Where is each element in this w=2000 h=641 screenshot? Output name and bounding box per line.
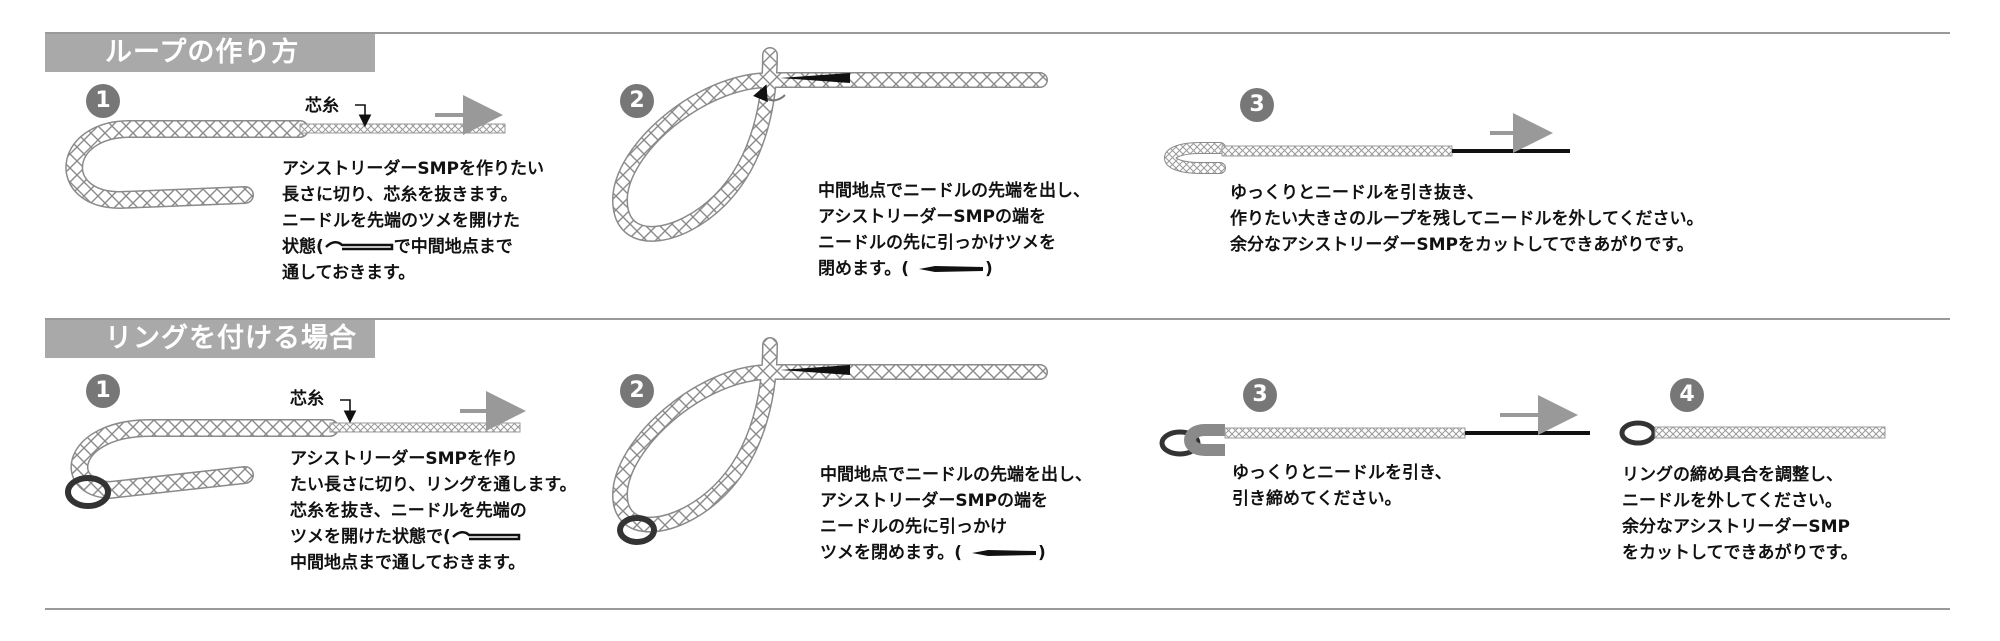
ring-step2-rope <box>611 337 1048 545</box>
ring-step3-text: ゆっくりとニードルを引き、 引き締めてください。 <box>1232 463 1452 509</box>
ring-step1-core-label: 芯糸 <box>290 389 324 409</box>
ring-step1-rope <box>65 419 521 509</box>
ring-step1-core-arrow <box>340 399 357 424</box>
section-title-ring: リングを付ける場合 <box>45 320 375 358</box>
loop-step3-number: 3 <box>1240 88 1274 122</box>
needle-closed-icon <box>919 266 983 272</box>
middle-rule <box>45 318 1950 320</box>
loop-step2-text: 中間地点でニードルの先端を出し、 アシストリーダーSMPの端を ニードルの先に引… <box>818 181 1090 279</box>
top-rule <box>45 32 1950 34</box>
ring-step1-number: 1 <box>86 374 120 408</box>
section-title-loop: ループの作り方 <box>45 34 375 72</box>
ring-step1-text: アシストリーダーSMPを作り たい長さに切り、リングを通します。 芯糸を抜き、ニ… <box>290 449 577 573</box>
loop-step1-text: アシストリーダーSMPを作りたい 長さに切り、芯糸を抜きます。 ニードルを先端の… <box>282 159 544 283</box>
ring-step2-text: 中間地点でニードルの先端を出し、 アシストリーダーSMPの端を ニードルの先に引… <box>820 465 1092 563</box>
ring-step4-text: リングの締め具合を調整し、 ニードルを外してください。 余分なアシストリーダーS… <box>1622 465 1858 563</box>
needle-closed-icon <box>972 550 1036 556</box>
loop-step1-number: 1 <box>86 84 120 118</box>
ring-step2-number: 2 <box>620 374 654 408</box>
loop-step2-number: 2 <box>620 84 654 118</box>
ring-step3-rope <box>1159 395 1590 457</box>
bottom-rule <box>45 608 1950 610</box>
loop-step2-rope <box>611 47 1048 242</box>
ring-step4-rope <box>1619 420 1886 446</box>
loop-step3-rope <box>1164 113 1570 174</box>
ring-step3-number: 3 <box>1243 378 1277 412</box>
ring-step4-number: 4 <box>1670 378 1704 412</box>
needle-open-icon <box>324 241 394 251</box>
loop-step1-rope <box>65 120 506 210</box>
loop-step3-text: ゆっくりとニードルを引き抜き、 作りたい大きさのループを残してニードルを外してく… <box>1230 183 1704 255</box>
needle-open-icon <box>451 531 521 541</box>
loop-step1-core-arrow <box>355 104 372 128</box>
loop-step1-core-label: 芯糸 <box>305 96 339 116</box>
